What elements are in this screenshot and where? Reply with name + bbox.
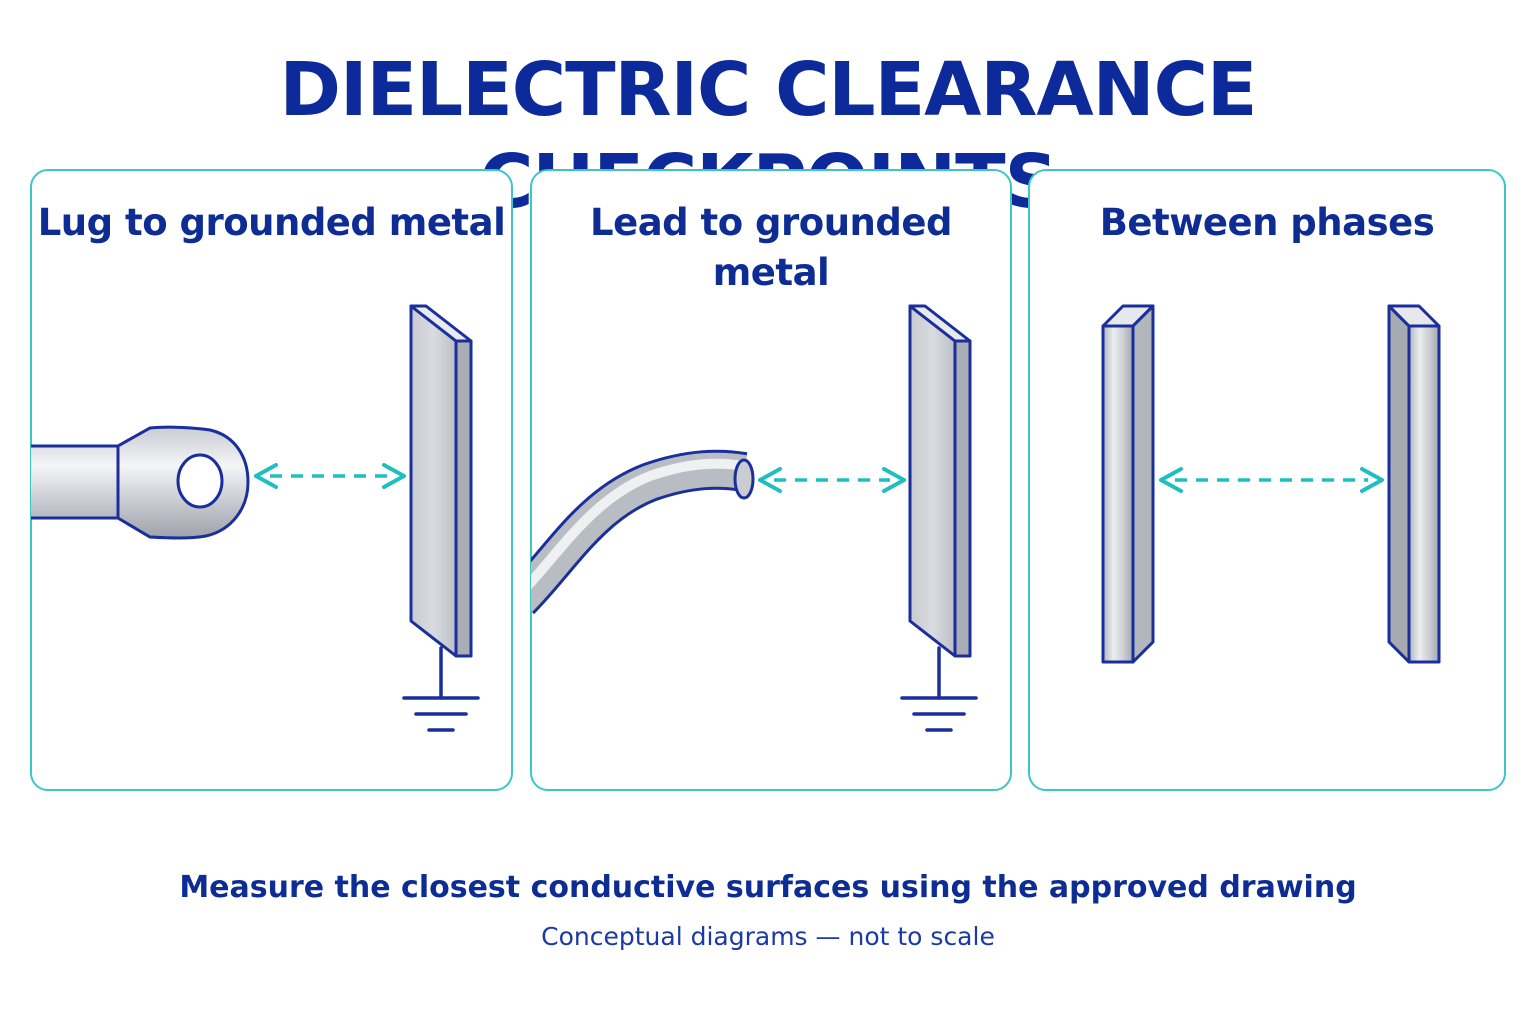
panel-title-lead: Lead to grounded metal bbox=[590, 201, 952, 294]
scale-note: Conceptual diagrams — not to scale bbox=[541, 922, 995, 951]
grounded-plate-icon bbox=[908, 304, 972, 658]
phase-bar-icon bbox=[1101, 304, 1155, 664]
ring-lug-icon bbox=[31, 425, 250, 540]
ground-symbol-icon bbox=[900, 646, 978, 732]
bent-lead-icon bbox=[531, 449, 755, 615]
panel-title-phases: Between phases bbox=[1099, 201, 1435, 244]
clearance-arrow-icon bbox=[1159, 467, 1384, 493]
instruction-text: Measure the closest conductive surfaces … bbox=[179, 870, 1357, 905]
ground-symbol-icon bbox=[402, 646, 480, 732]
panel-title-lug: Lug to grounded metal bbox=[37, 201, 506, 244]
grounded-plate-icon bbox=[409, 304, 473, 658]
phase-bar-icon bbox=[1387, 304, 1441, 664]
clearance-arrow-icon bbox=[758, 467, 906, 493]
clearance-arrow-icon bbox=[254, 463, 406, 489]
